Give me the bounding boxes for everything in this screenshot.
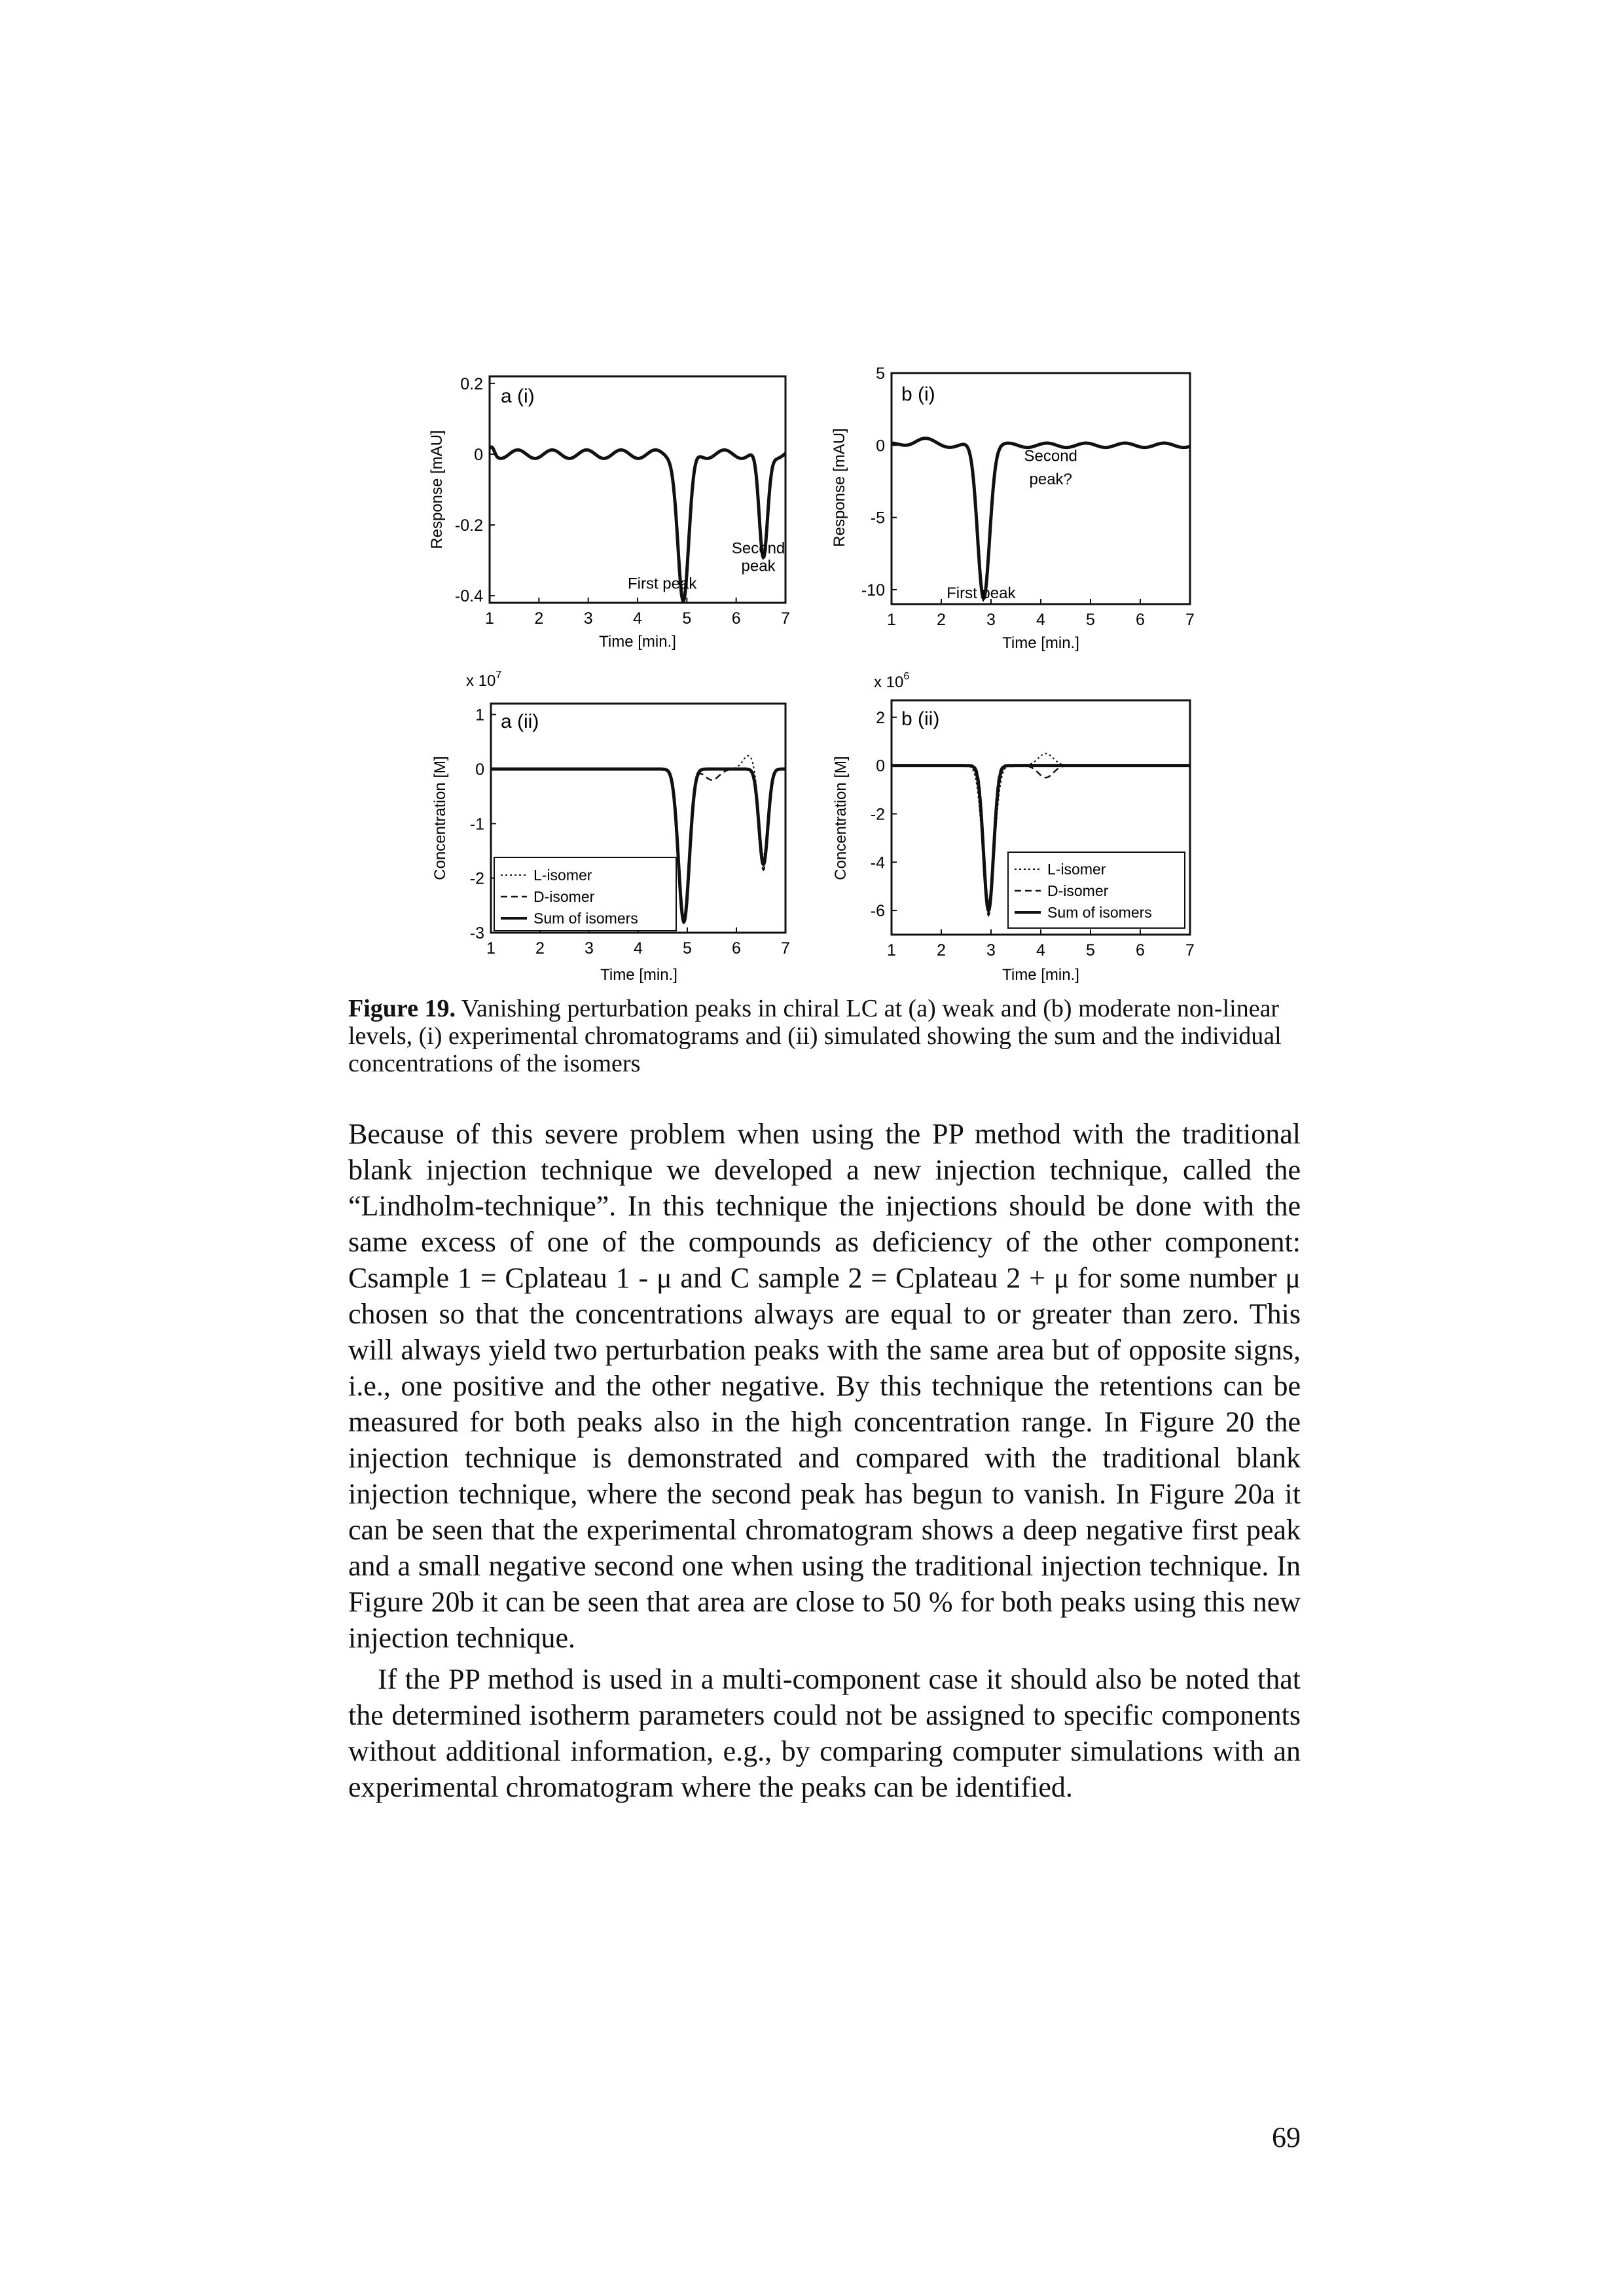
y-tick-label: 5 bbox=[876, 365, 885, 383]
y-tick-label: -1 bbox=[470, 815, 484, 833]
legend-l-isomer: L-isomer bbox=[1047, 861, 1106, 878]
y-tick-label: -2 bbox=[470, 870, 484, 888]
x-tick-label: 3 bbox=[986, 611, 996, 629]
y-tick-label: -0.4 bbox=[455, 587, 483, 605]
peak-annotation: First peak bbox=[628, 575, 697, 592]
page-number: 69 bbox=[1272, 2121, 1301, 2153]
chromatogram-trace bbox=[488, 445, 787, 603]
legend-d-isomer: D-isomer bbox=[533, 888, 595, 905]
panel-a-i: a (i) Response [mAU] Time [min.] 1 2 3 4 5 6 7… bbox=[428, 375, 790, 651]
figure-caption: Figure 19. Vanishing perturbation peaks … bbox=[348, 995, 1301, 1077]
x-tick-label: 6 bbox=[1136, 941, 1145, 960]
x-tick-label: 1 bbox=[485, 609, 494, 628]
x-axis-label: Time [min.] bbox=[1002, 966, 1079, 984]
y-tick-label: 0 bbox=[474, 446, 483, 464]
x-tick-label: 7 bbox=[781, 609, 790, 628]
x-tick-label: 5 bbox=[682, 609, 691, 628]
legend: L-isomer D-isomer Sum of isomers bbox=[1007, 852, 1185, 929]
paragraph-2: If the PP method is used in a multi-comp… bbox=[348, 1663, 1301, 1803]
d-isomer-trace bbox=[892, 764, 1190, 918]
figure-label: Figure 19. bbox=[348, 995, 456, 1022]
x-tick-label: 2 bbox=[937, 611, 946, 629]
x-tick-label: 4 bbox=[633, 609, 642, 628]
y-tick-label: 0 bbox=[876, 437, 885, 455]
y-tick-label: -10 bbox=[861, 581, 885, 600]
peak-annotation: First peak bbox=[947, 584, 1016, 602]
legend-sum: Sum of isomers bbox=[1047, 904, 1152, 921]
legend-l-isomer: L-isomer bbox=[533, 867, 592, 884]
x-tick-label: 2 bbox=[937, 941, 946, 960]
y-tick-label: 0 bbox=[475, 761, 484, 779]
x-tick-label: 4 bbox=[1036, 611, 1045, 629]
peak-annotation: Second bbox=[732, 539, 785, 557]
y-tick-label: -6 bbox=[871, 902, 885, 920]
x-tick-label: 5 bbox=[1086, 941, 1095, 960]
panel-b-i: b (i) Response [mAU] Time [min.] 1 2 3 4 5 6 7… bbox=[831, 365, 1195, 652]
peak-annotation: peak bbox=[742, 557, 776, 575]
panel-label: a (ii) bbox=[501, 711, 539, 732]
y-multiplier: x 107 bbox=[466, 670, 501, 690]
caption-text: Vanishing perturbation peaks in chiral L… bbox=[348, 995, 1282, 1077]
body-text: Because of this severe problem when usin… bbox=[348, 1116, 1301, 1805]
y-axis-label: Concentration [M] bbox=[431, 756, 449, 880]
panel-b-ii: x 106 b (ii) Concentration [M] Time [min… bbox=[832, 671, 1195, 984]
x-axis-label: Time [min.] bbox=[599, 633, 676, 651]
x-tick-label: 7 bbox=[781, 939, 790, 958]
y-tick-label: -0.2 bbox=[455, 516, 483, 535]
y-tick-label: -4 bbox=[871, 853, 885, 872]
y-tick-label: 0 bbox=[876, 757, 885, 776]
y-tick-label: 0.2 bbox=[460, 375, 483, 393]
panel-label: a (i) bbox=[501, 386, 535, 407]
x-tick-label: 7 bbox=[1185, 611, 1195, 629]
legend-sum: Sum of isomers bbox=[533, 910, 638, 927]
chromatogram-trace bbox=[891, 437, 1191, 601]
x-tick-label: 6 bbox=[732, 609, 741, 628]
y-tick-label: 2 bbox=[876, 709, 885, 727]
panel-label: b (i) bbox=[901, 384, 935, 405]
y-tick-label: -3 bbox=[470, 924, 484, 942]
x-axis-label: Time [min.] bbox=[1002, 634, 1079, 652]
x-tick-label: 1 bbox=[887, 941, 896, 960]
x-tick-label: 4 bbox=[634, 939, 643, 958]
y-axis-label: Response [mAU] bbox=[428, 430, 446, 548]
legend-d-isomer: D-isomer bbox=[1047, 882, 1109, 899]
x-tick-label: 5 bbox=[1086, 611, 1095, 629]
x-tick-label: 2 bbox=[534, 609, 543, 628]
x-tick-label: 5 bbox=[683, 939, 692, 958]
y-tick-label: -5 bbox=[871, 509, 885, 528]
x-tick-label: 3 bbox=[986, 941, 996, 960]
peak-annotation: Second bbox=[1024, 448, 1077, 465]
y-axis-label: Response [mAU] bbox=[831, 428, 848, 547]
figure-19: a (i) Response [mAU] Time [min.] 1 2 3 4 5 6 7… bbox=[428, 365, 1195, 984]
y-tick-label: -2 bbox=[871, 805, 885, 823]
panel-a-ii: x 107 a (ii) Concentration [M] Time [min… bbox=[431, 670, 790, 984]
x-axis-label: Time [min.] bbox=[600, 966, 677, 984]
x-tick-label: 1 bbox=[887, 611, 896, 629]
y-multiplier: x 106 bbox=[874, 671, 909, 691]
legend: L-isomer D-isomer Sum of isomers bbox=[494, 857, 677, 931]
x-tick-label: 6 bbox=[1136, 611, 1145, 629]
x-tick-label: 1 bbox=[486, 939, 496, 958]
paragraph-1: Because of this severe problem when usin… bbox=[348, 1118, 1301, 1654]
x-tick-label: 2 bbox=[535, 939, 545, 958]
x-tick-label: 3 bbox=[585, 939, 594, 958]
x-tick-label: 3 bbox=[584, 609, 593, 628]
x-tick-label: 6 bbox=[732, 939, 741, 958]
d-isomer-trace bbox=[491, 768, 785, 921]
y-axis-label: Concentration [M] bbox=[832, 756, 850, 880]
panel-label: b (ii) bbox=[901, 708, 939, 730]
y-tick-label: 1 bbox=[475, 706, 484, 725]
peak-annotation: peak? bbox=[1030, 471, 1072, 488]
x-tick-label: 4 bbox=[1036, 941, 1045, 960]
x-tick-label: 7 bbox=[1185, 941, 1195, 960]
